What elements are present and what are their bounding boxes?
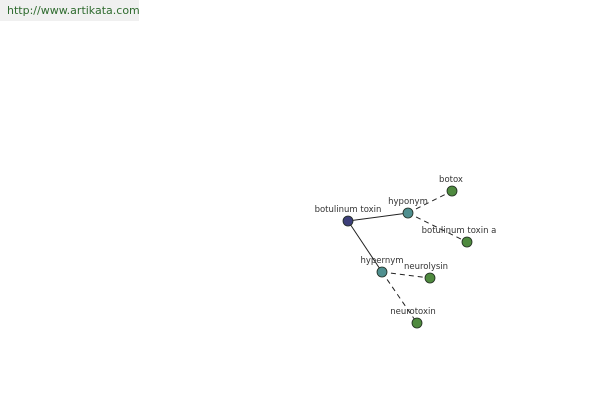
site-url[interactable]: http://www.artikata.com xyxy=(0,0,140,21)
graph-labels: botulinum toxin hyponym hypernym botox botul… xyxy=(315,175,497,317)
node-label-hyponym[interactable]: hyponym xyxy=(388,197,428,207)
node-label-botox[interactable]: botox xyxy=(439,175,463,185)
edge-root-hypernym xyxy=(347,220,383,273)
edge-hypernym-neurotoxin xyxy=(381,271,418,324)
node-label-neurolysin[interactable]: neurolysin xyxy=(404,262,448,272)
node-botulinum-toxin-a[interactable] xyxy=(461,236,473,248)
graph-edges xyxy=(347,190,468,324)
node-hypernym[interactable] xyxy=(376,266,388,278)
edge-hypernym-neurolysin xyxy=(381,271,431,279)
edge-hyponym-botulinum-toxin-a xyxy=(407,212,468,243)
node-label-botulinum-toxin-a[interactable]: botulinum toxin a xyxy=(422,226,497,236)
node-hyponym[interactable] xyxy=(402,207,414,219)
edge-hyponym-botox xyxy=(407,190,453,214)
graph-nodes xyxy=(342,185,473,329)
node-label-root[interactable]: botulinum toxin xyxy=(315,205,382,215)
node-label-hypernym[interactable]: hypernym xyxy=(360,256,403,266)
node-botox[interactable] xyxy=(446,185,458,197)
edge-root-hyponym xyxy=(347,212,409,222)
node-label-neurotoxin[interactable]: neurotoxin xyxy=(390,307,436,317)
node-root[interactable] xyxy=(342,215,354,227)
node-neurotoxin[interactable] xyxy=(411,317,423,329)
node-neurolysin[interactable] xyxy=(424,272,436,284)
